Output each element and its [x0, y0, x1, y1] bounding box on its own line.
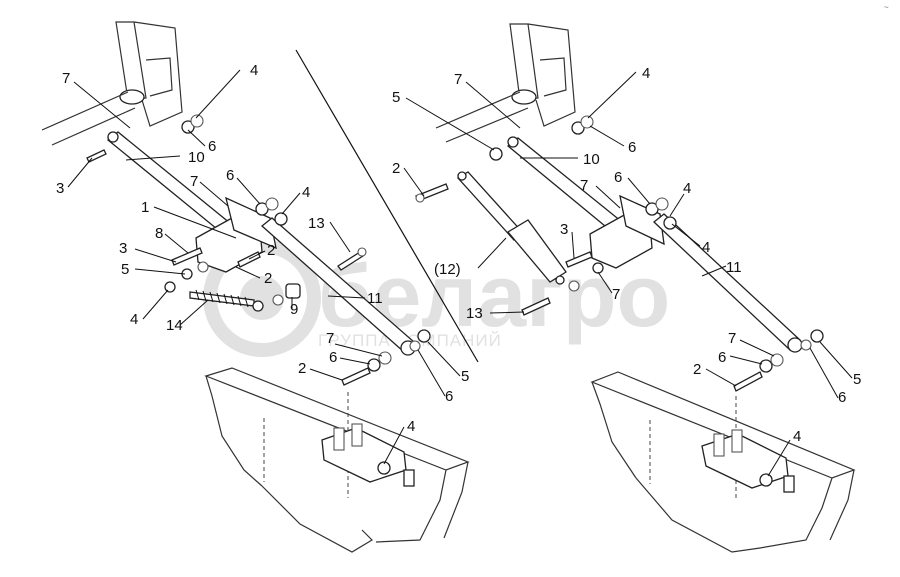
- callout-label: 7: [454, 71, 462, 88]
- callout-label: 2: [298, 360, 306, 377]
- callout-label: 11: [367, 290, 383, 307]
- mast-bracket: [115, 21, 147, 101]
- callout-label: 5: [392, 89, 400, 106]
- callout-label: 4: [793, 428, 801, 445]
- left-leaders: [67, 69, 461, 465]
- callout-label: 6: [226, 167, 234, 184]
- callout-label: 8: [155, 225, 163, 242]
- callout-label: 7: [612, 286, 620, 303]
- gas-strut: [456, 171, 567, 285]
- callout-label: 2: [267, 242, 275, 259]
- callout-label: 6: [718, 349, 726, 366]
- callout-label: 5: [461, 368, 469, 385]
- callout-label: 2: [693, 361, 701, 378]
- callout-label: 6: [329, 349, 337, 366]
- callout-label: 6: [208, 138, 216, 155]
- callout-label: 2: [264, 270, 272, 287]
- callout-label: 10: [583, 151, 600, 168]
- callout-label: 9: [290, 301, 298, 318]
- callout-label: 7: [62, 70, 70, 87]
- callout-label: 5: [853, 371, 861, 388]
- callout-label: 14: [166, 317, 183, 334]
- assembly-divider: [295, 49, 479, 363]
- callout-label: 10: [188, 149, 205, 166]
- callout-label: 13: [308, 215, 325, 232]
- callout-label: 7: [580, 177, 588, 194]
- corner-mark: ~: [884, 3, 889, 12]
- callout-label: 4: [302, 184, 310, 201]
- mast-plate: [133, 21, 183, 127]
- callout-label: 4: [130, 311, 138, 328]
- right-callouts: 7 4 5 6 10 2 7 6 4 3 4 11 (12) 7 13 7 6 …: [392, 65, 861, 445]
- lower-housing: [590, 371, 856, 553]
- callout-label: (12): [434, 261, 461, 278]
- callout-label: 7: [190, 173, 198, 190]
- callout-label: 2: [392, 160, 400, 177]
- upper-link-arm: [106, 131, 237, 239]
- callout-label: 7: [326, 330, 334, 347]
- lower-housing: [204, 367, 470, 553]
- callout-label: 4: [702, 239, 710, 256]
- callout-label: 3: [56, 180, 64, 197]
- callout-label: 3: [119, 240, 127, 257]
- callout-label: 7: [728, 330, 736, 347]
- callout-label: 1: [141, 199, 149, 216]
- callout-label: 4: [407, 418, 415, 435]
- callout-label: 4: [642, 65, 650, 82]
- right-assembly: 7 4 5 6 10 2 7 6 4 3 4 11 (12) 7 13 7 6 …: [392, 23, 861, 553]
- callout-label: 5: [121, 261, 129, 278]
- right-leaders: [403, 71, 853, 477]
- callout-label: 6: [838, 389, 846, 406]
- callout-label: 6: [445, 388, 453, 405]
- callout-label: 13: [466, 305, 483, 322]
- callout-label: 11: [726, 259, 742, 276]
- callout-label: 3: [560, 221, 568, 238]
- left-assembly: 7 4 6 10 3 7 6 4 1 13 8 3 2 5 2 4 14 9 1…: [41, 21, 470, 553]
- callout-label: 6: [614, 169, 622, 186]
- left-callouts: 7 4 6 10 3 7 6 4 1 13 8 3 2 5 2 4 14 9 1…: [56, 62, 469, 435]
- callout-label: 6: [628, 139, 636, 156]
- callout-label: 4: [683, 180, 691, 197]
- callout-label: 4: [250, 62, 258, 79]
